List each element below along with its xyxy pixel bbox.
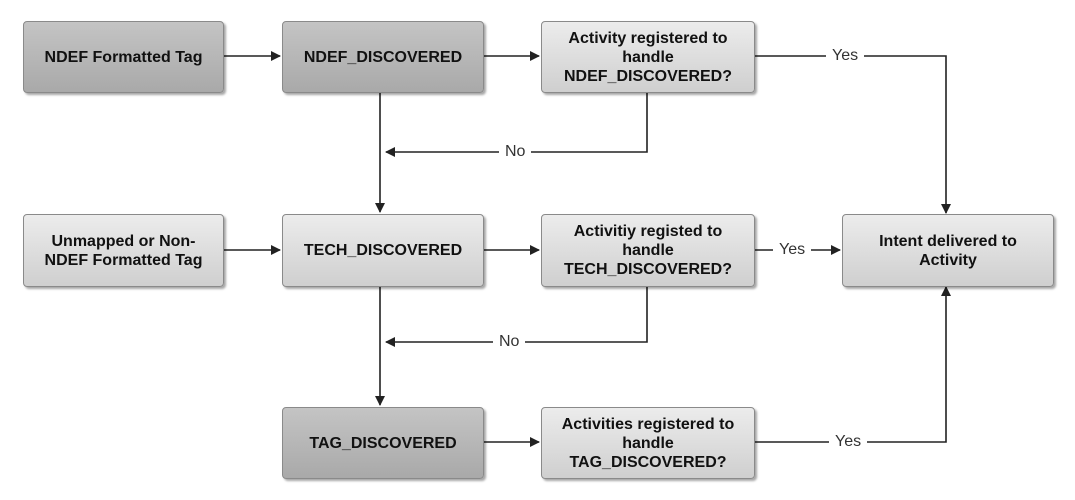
node-intent-delivered-label: Intent delivered to Activity — [879, 232, 1017, 269]
arrow-ndef-no-back — [385, 93, 648, 157]
edge-label-yes-tech: Yes — [773, 241, 812, 259]
arrow-ndef-yes-to-intent — [755, 55, 951, 214]
node-question-tech-label: Activitiy registed to handle TECH_DISCOV… — [563, 223, 733, 278]
node-intent-delivered: Intent delivered to Activity — [842, 214, 1054, 287]
arrow-tag-yes-to-intent — [755, 286, 951, 443]
edge-label-no-ndef: No — [499, 143, 532, 161]
node-tech-discovered-label: TECH_DISCOVERED — [303, 242, 463, 259]
edge-label-yes-tag: Yes — [829, 433, 868, 451]
node-tech-discovered: TECH_DISCOVERED — [282, 214, 484, 287]
node-unmapped-tag: Unmapped or Non- NDEF Formatted Tag — [23, 214, 224, 287]
node-ndef-formatted-tag-label: NDEF Formatted Tag — [44, 48, 203, 66]
node-question-ndef: Activity registered to handle NDEF_DISCO… — [541, 21, 755, 93]
edge-label-no-tech: No — [493, 333, 526, 351]
node-ndef-discovered: NDEF_DISCOVERED — [282, 21, 484, 93]
node-tag-discovered: TAG_DISCOVERED — [282, 407, 484, 479]
node-unmapped-tag-label: Unmapped or Non- NDEF Formatted Tag — [44, 232, 203, 269]
node-ndef-formatted-tag: NDEF Formatted Tag — [23, 21, 224, 93]
edge-label-yes-ndef: Yes — [826, 47, 865, 65]
node-question-tag-label: Activities registered to handle TAG_DISC… — [561, 415, 735, 471]
node-tag-discovered-label: TAG_DISCOVERED — [309, 434, 457, 452]
arrow-tech-no-back — [385, 287, 648, 347]
node-question-tech: Activitiy registed to handle TECH_DISCOV… — [541, 214, 755, 287]
node-ndef-discovered-label: NDEF_DISCOVERED — [303, 48, 463, 66]
node-question-ndef-label: Activity registered to handle NDEF_DISCO… — [563, 29, 733, 85]
node-question-tag: Activities registered to handle TAG_DISC… — [541, 407, 755, 479]
